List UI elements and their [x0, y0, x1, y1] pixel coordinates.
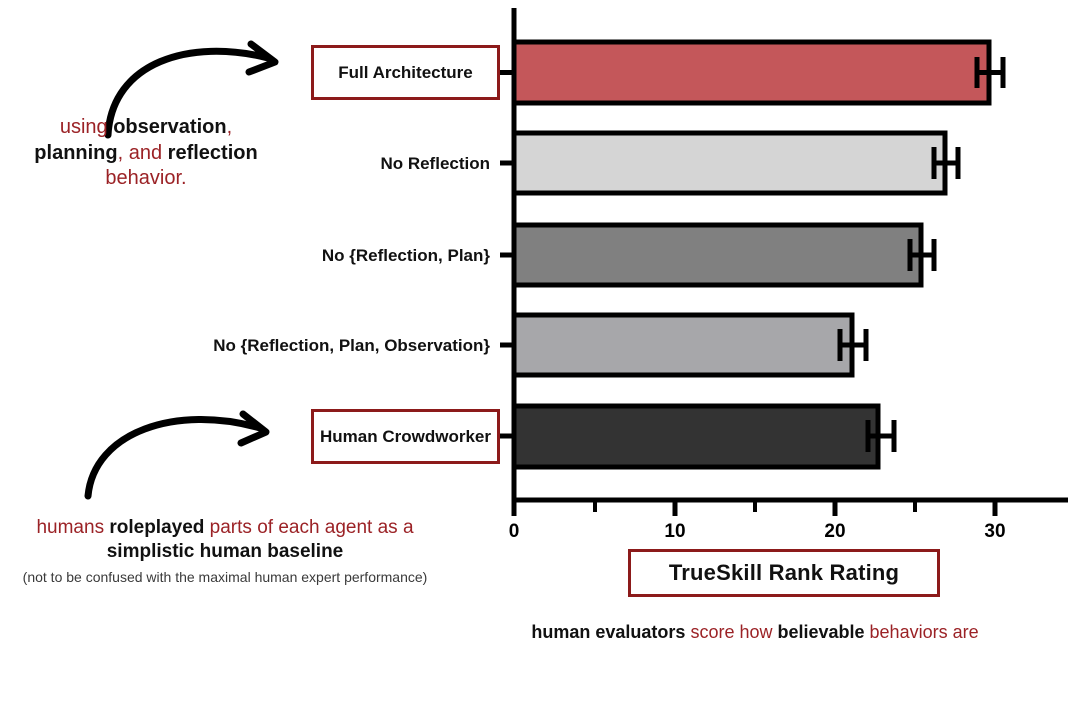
error-bar-full-architecture [974, 57, 1006, 88]
bar-no-reflection [511, 130, 948, 196]
annot-bottom-w3: parts of each agent as a [204, 517, 414, 538]
label-text: Full Architecture [338, 63, 473, 82]
annot-bottom-w2: roleplayed [109, 517, 205, 538]
label-text: No {Reflection, Plan, Observation} [213, 336, 490, 355]
annot-top-w2: observation [113, 116, 227, 138]
annot-top-w7: behavior. [105, 167, 187, 190]
xtick-label-30: 30 [984, 521, 1006, 542]
category-label-human-crowdworker: Human Crowdworker [311, 409, 500, 464]
bar-no-reflection-plan [511, 222, 924, 288]
caption-w2: score how [685, 622, 778, 642]
annot-top-w4: planning [34, 141, 118, 164]
annot-bottom-note: (not to be confused with the maximal hum… [22, 568, 428, 585]
x-ticks-group [511, 500, 998, 516]
x-minor-ticks-group [593, 500, 917, 512]
caption-w4: behaviors are [864, 622, 979, 642]
annotation-bottom: humans roleplayed parts of each agent as… [2, 516, 448, 586]
category-label-no-reflection-plan-observation: No {Reflection, Plan, Observation} [213, 337, 490, 354]
arrow-bottom-curve [84, 416, 264, 500]
error-bars-group [837, 57, 1006, 452]
xtick-label-10: 10 [664, 521, 686, 542]
category-label-full-architecture: Full Architecture [311, 45, 500, 100]
xtick-label-0: 0 [508, 521, 520, 542]
annot-top-w6: reflection [167, 141, 258, 164]
annot-top-w1: using [59, 116, 114, 138]
category-label-no-reflection-plan: No {Reflection, Plan} [322, 247, 490, 264]
annot-bottom-w4: simplistic human baseline [106, 541, 344, 563]
arrowhead-top [245, 40, 279, 76]
annotation-arrows-group [84, 47, 272, 500]
bar-human-crowdworker [511, 403, 881, 470]
annotation-top: using observation, planning, and reflect… [18, 115, 274, 192]
label-text: No {Reflection, Plan} [321, 246, 490, 265]
caption-bottom: human evaluators score how believable be… [500, 620, 1010, 644]
error-bar-no-reflection-plan [907, 239, 937, 271]
caption-w3: believable [777, 622, 865, 642]
label-text: No Reflection [380, 154, 490, 173]
xtick-label-20: 20 [824, 521, 846, 542]
annotation-arrowheads-group [237, 40, 279, 447]
x-axis-title-box: TrueSkill Rank Rating [628, 549, 940, 597]
category-label-no-reflection: No Reflection [380, 155, 490, 172]
error-bar-no-reflection [931, 147, 961, 179]
error-bar-human-crowdworker [865, 420, 897, 452]
annot-top-w5: , and [117, 141, 168, 164]
y-ticks-group [500, 70, 514, 439]
bar-no-reflection-plan-observation [511, 312, 855, 378]
label-text: Human Crowdworker [320, 427, 491, 446]
error-bar-no-reflection-plan-observation [837, 329, 869, 361]
bar-full-architecture [511, 39, 992, 106]
caption-w1: human evaluators [531, 622, 686, 642]
annot-top-w3: , [226, 116, 233, 138]
bars-group [511, 39, 992, 470]
annot-bottom-w1: humans [36, 517, 110, 538]
x-axis-title: TrueSkill Rank Rating [668, 560, 900, 585]
arrow-top-curve [104, 47, 272, 139]
arrowhead-bottom [237, 410, 270, 447]
